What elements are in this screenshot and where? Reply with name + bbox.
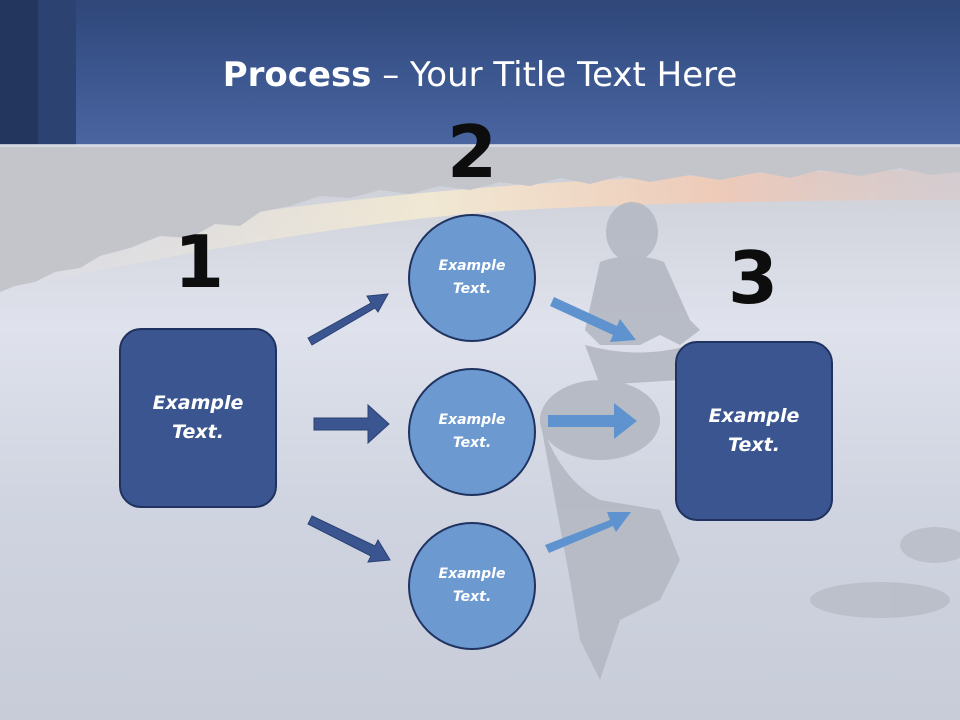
arrow-left-to-top	[307, 293, 389, 346]
circle-top: Example Text.	[408, 214, 536, 342]
right-box-label: Example Text.	[708, 405, 800, 456]
arrow-middle-to-right	[548, 403, 637, 439]
right-process-box: Example Text.	[675, 341, 833, 521]
step-number-1: 1	[173, 220, 225, 304]
circle-bottom: Example Text.	[408, 522, 536, 650]
arrow-left-to-middle	[313, 403, 390, 445]
arrow-left-to-bottom	[307, 515, 391, 563]
left-box-label: Example Text.	[152, 392, 244, 443]
circle-top-label: Example Text.	[438, 258, 506, 297]
step-number-2: 2	[446, 110, 498, 194]
header-band	[0, 0, 960, 145]
slide-title: Process – Your Title Text Here	[0, 52, 960, 98]
circle-middle-label: Example Text.	[438, 412, 506, 451]
circle-middle: Example Text.	[408, 368, 536, 496]
step-number-3: 3	[727, 236, 779, 320]
arrow-top-to-right	[550, 297, 636, 342]
title-bold: Process	[222, 55, 372, 95]
header-divider	[0, 144, 960, 147]
arrow-bottom-to-right	[545, 512, 631, 553]
header-stripe	[38, 0, 76, 145]
title-rest: – Your Title Text Here	[371, 55, 738, 95]
header-stripe	[0, 0, 38, 145]
circle-bottom-label: Example Text.	[438, 566, 506, 605]
left-process-box: Example Text.	[119, 328, 277, 508]
